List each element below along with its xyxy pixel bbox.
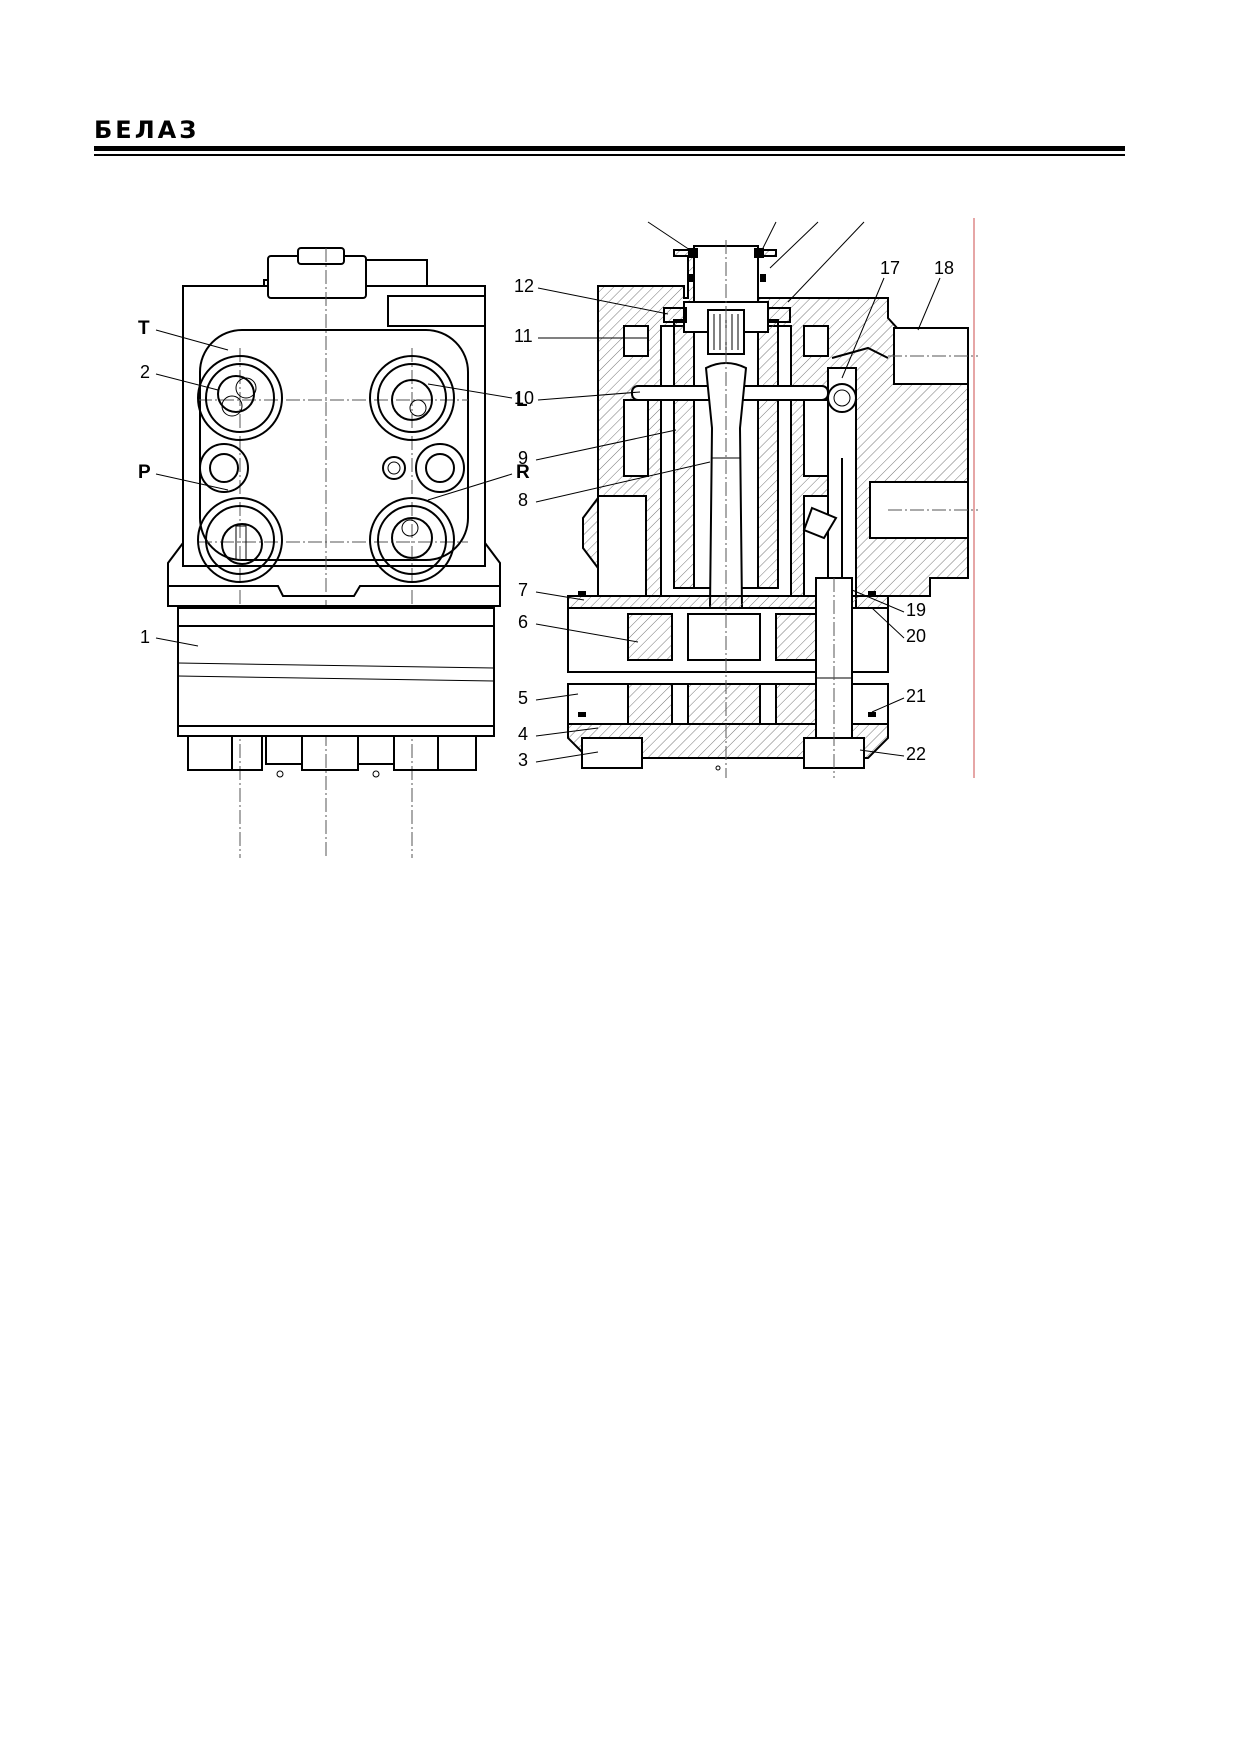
label-r: R — [516, 462, 530, 483]
front-gerotor-housing — [177, 625, 495, 727]
label-17: 17 — [880, 258, 900, 278]
belaz-logo: БЕЛАЗ — [94, 116, 244, 144]
label-14: 14 — [770, 218, 790, 222]
logo-text: БЕЛАЗ — [94, 118, 199, 140]
check-ball — [827, 383, 857, 413]
label-11: 11 — [514, 326, 533, 346]
front-port-plate — [199, 329, 469, 561]
label-5: 5 — [518, 688, 528, 708]
front-end-plate — [177, 607, 495, 627]
label-2: 2 — [140, 362, 150, 382]
label-15: 15 — [810, 218, 830, 222]
port-l — [369, 355, 455, 441]
steering-unit-drawing: T L P R 2 1 — [128, 218, 1098, 873]
front-bolts — [187, 735, 477, 778]
port-p — [197, 497, 283, 583]
label-20: 20 — [906, 626, 926, 646]
header-rule-thick — [94, 146, 1125, 151]
label-10: 10 — [514, 388, 534, 408]
mounting-hole-right — [415, 443, 465, 493]
section-view: 13 14 15 16 17 18 12 11 10 9 8 7 6 — [514, 218, 978, 778]
label-19: 19 — [906, 600, 926, 620]
label-l: L — [516, 390, 528, 411]
label-t: T — [138, 318, 150, 339]
label-16: 16 — [858, 218, 878, 222]
mounting-hole-left — [199, 443, 249, 493]
label-3: 3 — [518, 750, 528, 770]
label-22: 22 — [906, 744, 926, 764]
seal-14 — [754, 248, 764, 258]
label-p: P — [138, 462, 151, 483]
label-6: 6 — [518, 612, 528, 632]
small-port — [382, 456, 406, 480]
front-view: T L P R 2 1 — [138, 247, 530, 858]
seal-13 — [688, 248, 698, 258]
port-r — [369, 497, 455, 583]
label-7: 7 — [518, 580, 528, 600]
label-8: 8 — [518, 490, 528, 510]
port-t — [197, 355, 283, 441]
plug-3 — [581, 737, 643, 769]
label-1: 1 — [140, 627, 150, 647]
label-18: 18 — [934, 258, 954, 278]
label-4: 4 — [518, 724, 528, 744]
label-13: 13 — [638, 218, 658, 222]
label-21: 21 — [906, 686, 926, 706]
label-9: 9 — [518, 448, 528, 468]
header-rule-thin — [94, 154, 1125, 156]
label-12: 12 — [514, 276, 534, 296]
